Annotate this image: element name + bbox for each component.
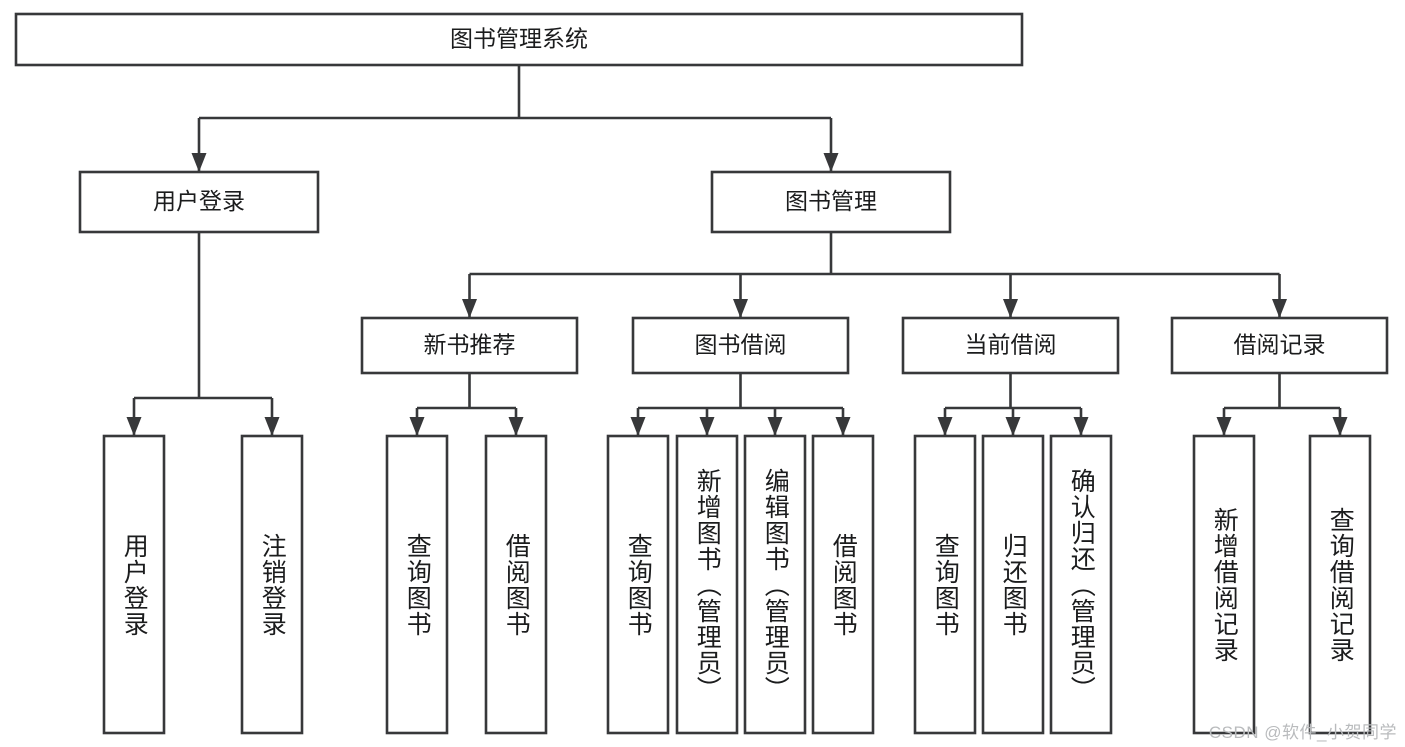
level2-node-1-label: 图书借阅 (695, 332, 787, 358)
book-mgmt-to-level2-arrowhead-1 (733, 299, 748, 318)
level1-node-1-box[interactable] (710, 170, 952, 234)
leaf-node-9-box[interactable] (981, 434, 1045, 735)
leaf-node-5-box[interactable] (675, 434, 739, 735)
leaf-node-8-box[interactable] (913, 434, 977, 735)
root-to-level1-arrowhead-0 (191, 153, 207, 172)
level1-node-0-label: 用户登录 (153, 188, 245, 214)
leaf-node-10-box[interactable] (1049, 434, 1113, 735)
level2-node-0-box[interactable] (360, 316, 579, 375)
level2-node-1-box[interactable] (631, 316, 850, 375)
level2-1-to-leaves-arrowhead-1 (699, 417, 715, 436)
book-mgmt-to-level2-arrowhead-2 (1003, 299, 1018, 318)
level2-1-to-leaves-arrowhead-0 (630, 417, 646, 436)
level2-node-0-label: 新书推荐 (424, 332, 516, 358)
level2-2-to-leaves-arrowhead-1 (1005, 417, 1021, 436)
level2-2-to-leaves-arrowhead-0 (937, 417, 953, 436)
level2-3-to-leaves-arrowhead-1 (1332, 417, 1348, 436)
node-box-layer (14, 12, 1389, 735)
level1-node-1-label: 图书管理 (785, 188, 877, 214)
level1-node-0-box[interactable] (78, 170, 320, 234)
connector-layer (126, 65, 1348, 436)
leaf-node-11-box[interactable] (1192, 434, 1256, 735)
leaf-node-2-box[interactable] (385, 434, 449, 735)
leaf-node-12-box[interactable] (1308, 434, 1372, 735)
leaf-node-4-box[interactable] (606, 434, 670, 735)
leaf-node-7-box[interactable] (811, 434, 875, 735)
level2-1-to-leaves-arrowhead-2 (767, 417, 783, 436)
user-login-to-leaves-arrowhead-0 (126, 417, 142, 436)
leaf-node-0-box[interactable] (102, 434, 166, 735)
level2-0-to-leaves-arrowhead-1 (508, 417, 524, 436)
root-root-node-box[interactable] (14, 12, 1024, 67)
book-mgmt-to-level2-arrowhead-0 (462, 299, 477, 318)
level2-node-3-box[interactable] (1170, 316, 1389, 375)
level2-node-3-label: 借阅记录 (1234, 332, 1326, 358)
level2-0-to-leaves-arrowhead-0 (409, 417, 425, 436)
book-mgmt-to-level2-arrowhead-3 (1272, 299, 1287, 318)
leaf-node-6-box[interactable] (743, 434, 807, 735)
level2-node-2-label: 当前借阅 (965, 332, 1057, 358)
root-to-level1-arrowhead-1 (823, 153, 839, 172)
watermark-text: CSDN @软件_小贺同学 (1208, 723, 1397, 742)
leaf-node-1-box[interactable] (240, 434, 304, 735)
level2-node-2-box[interactable] (901, 316, 1120, 375)
level2-3-to-leaves-arrowhead-0 (1216, 417, 1232, 436)
leaf-node-3-box[interactable] (484, 434, 548, 735)
level2-1-to-leaves-arrowhead-3 (835, 417, 851, 436)
root-root-node-label: 图书管理系统 (450, 26, 588, 52)
user-login-to-leaves-arrowhead-1 (264, 417, 280, 436)
level2-2-to-leaves-arrowhead-2 (1073, 417, 1089, 436)
